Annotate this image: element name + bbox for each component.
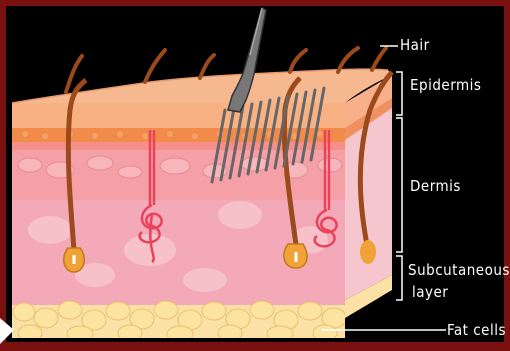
label-fat-cells: Fat cells xyxy=(447,322,506,339)
label-subcutaneous-line1: Subcutaneous xyxy=(408,262,510,279)
label-dermis: Dermis xyxy=(410,178,461,195)
papillary-band xyxy=(12,142,352,150)
label-subcutaneous-line2: layer xyxy=(412,284,448,301)
label-hair: Hair xyxy=(400,37,430,54)
epidermis-basal-band xyxy=(12,128,352,142)
label-epidermis: Epidermis xyxy=(410,77,481,94)
skin-front-face xyxy=(12,103,352,345)
